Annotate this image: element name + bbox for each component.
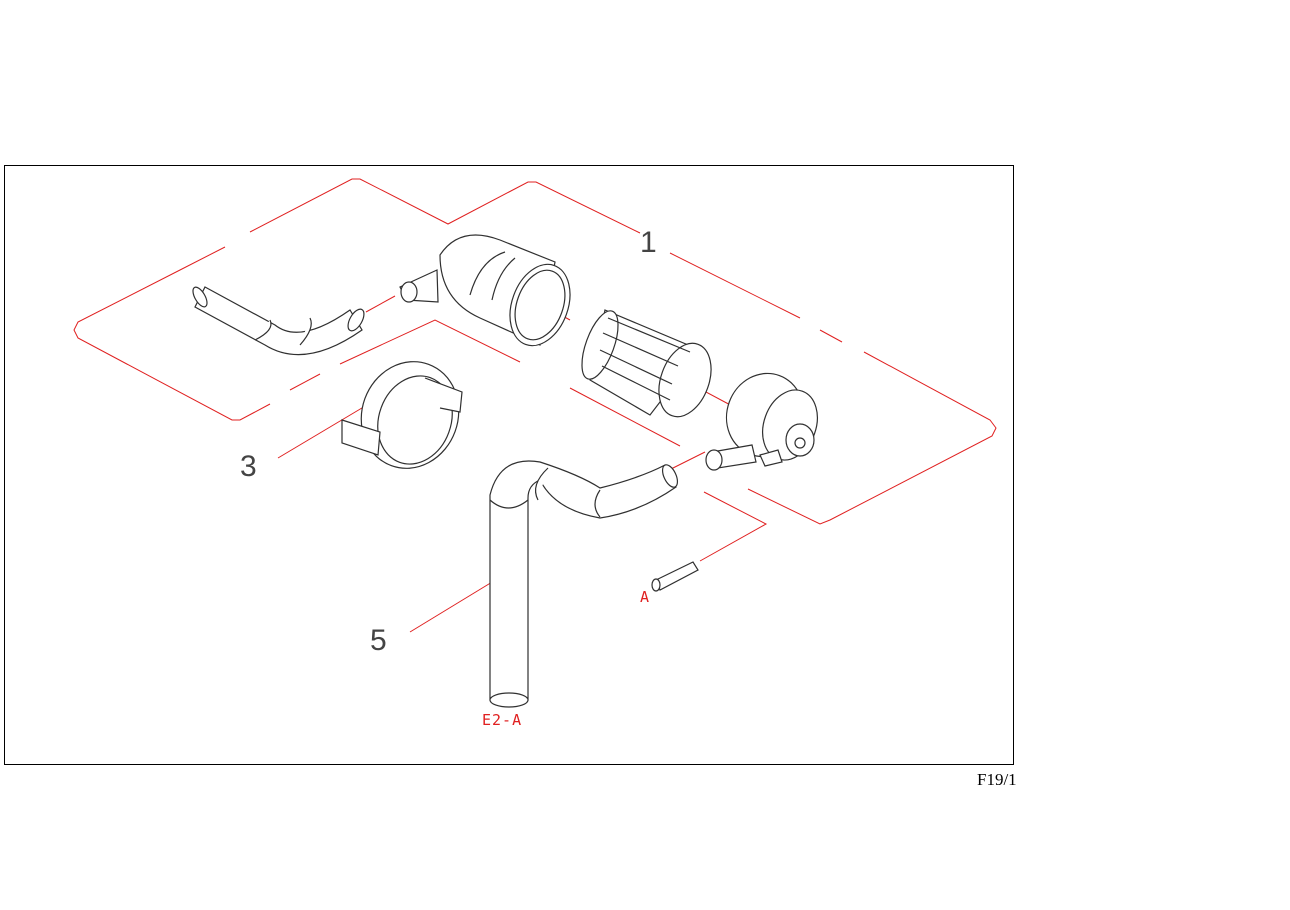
connector-pin-a (652, 562, 698, 591)
leader-connector-a (700, 492, 766, 561)
callout-part-3: 3 (240, 450, 257, 483)
filter-housing (400, 235, 581, 354)
connector-code-a: A (640, 588, 651, 606)
filter-cap (706, 363, 827, 470)
parts (190, 235, 827, 707)
diagram-frame (4, 165, 1014, 765)
leader-part-5 (410, 576, 502, 632)
group-bracket-right (748, 352, 996, 524)
leader-lines (74, 179, 996, 632)
group-bracket-top (250, 179, 640, 233)
hose-clamp (342, 348, 474, 482)
hose-upper-left (190, 285, 367, 355)
figure-reference: F19/1 (977, 770, 1017, 789)
hose-lower (490, 461, 681, 707)
callout-part-1: 1 (640, 226, 657, 259)
hose-end-code: E2-A (482, 711, 523, 729)
callout-part-5: 5 (370, 624, 387, 657)
filter-element (575, 306, 721, 424)
group-bracket-upper (74, 247, 270, 420)
leader-part-3 (278, 402, 372, 458)
